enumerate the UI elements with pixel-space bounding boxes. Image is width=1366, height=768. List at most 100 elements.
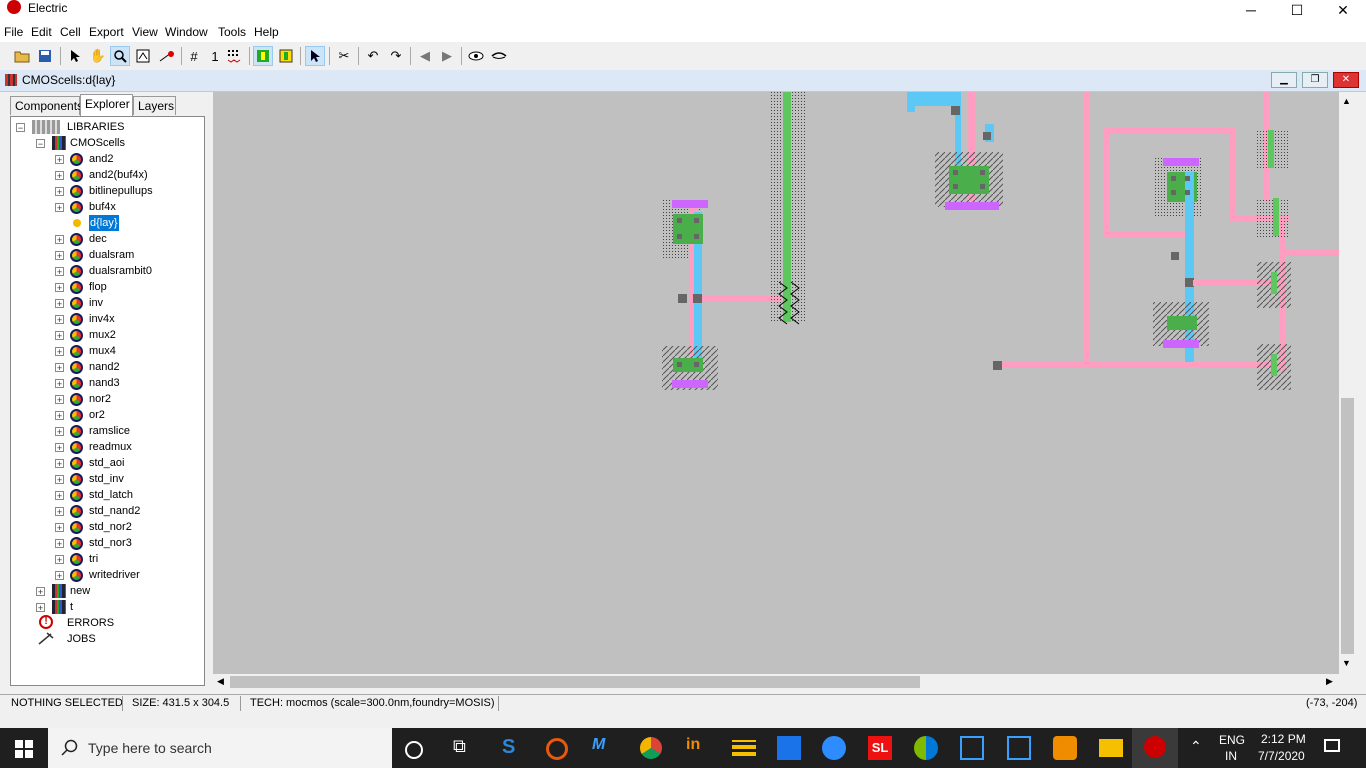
tree-cell-item[interactable]: std_latch xyxy=(89,489,134,501)
tree-cell-item[interactable]: inv4x xyxy=(89,313,115,325)
tree-jobs[interactable]: JOBS xyxy=(67,633,96,645)
tree-cell-item[interactable]: mux2 xyxy=(89,329,116,341)
tab-components[interactable]: Components xyxy=(10,96,83,115)
tree-library-t[interactable]: t xyxy=(70,601,74,613)
expand-cell[interactable]: + xyxy=(55,491,64,501)
windows-start-icon[interactable] xyxy=(15,740,33,761)
expand-cell[interactable]: + xyxy=(55,203,64,213)
zoom-icon[interactable] xyxy=(110,46,130,66)
menu-view[interactable]: View xyxy=(132,25,158,39)
skype-icon[interactable]: S xyxy=(502,736,516,758)
expand-cell[interactable]: + xyxy=(55,235,64,245)
save-icon[interactable] xyxy=(35,46,55,66)
menu-edit[interactable]: Edit xyxy=(31,25,52,39)
tree-errors[interactable]: ERRORS xyxy=(67,617,115,629)
measure-icon[interactable] xyxy=(157,46,177,66)
q-app-icon[interactable] xyxy=(1053,736,1077,760)
expand-cell[interactable]: + xyxy=(55,187,64,197)
select-area-icon[interactable] xyxy=(276,46,296,66)
tab-explorer[interactable]: Explorer xyxy=(80,94,133,116)
tree-cell-item[interactable]: readmux xyxy=(89,441,132,453)
tree-cell-item[interactable]: inv xyxy=(89,297,104,309)
horizontal-scroll-thumb[interactable] xyxy=(230,676,920,688)
close-button[interactable]: ✕ xyxy=(1337,2,1349,18)
tree-cell-item[interactable]: dualsrambit0 xyxy=(89,265,152,277)
expand-t[interactable]: + xyxy=(36,603,45,613)
tree-cell-item[interactable]: std_nor3 xyxy=(89,537,132,549)
tree-cell-item[interactable]: std_nor2 xyxy=(89,521,132,533)
expand-cell[interactable]: + xyxy=(55,507,64,517)
tray-chevron-icon[interactable]: ⌃ xyxy=(1190,738,1202,754)
task-view-icon[interactable]: ⧉ xyxy=(453,736,466,756)
tree-cell-item[interactable]: writedriver xyxy=(89,569,140,581)
expand-cell[interactable]: + xyxy=(55,395,64,405)
tree-library-new[interactable]: new xyxy=(70,585,91,597)
outline-edit-icon[interactable] xyxy=(133,46,153,66)
scroll-up-arrow-icon[interactable]: ▲ xyxy=(1342,96,1351,106)
tree-cell-item[interactable]: std_aoi xyxy=(89,457,125,469)
expand-cell[interactable]: + xyxy=(55,379,64,389)
undo-icon[interactable]: ↶ xyxy=(367,48,379,63)
office-icon[interactable] xyxy=(546,738,568,760)
horizontal-scrollbar[interactable]: ◀ ▶ xyxy=(213,674,1339,690)
expand-cell[interactable]: + xyxy=(55,299,64,309)
redo-icon[interactable]: ↷ xyxy=(390,48,402,63)
electric-taskbar-button[interactable] xyxy=(1132,728,1178,768)
expand-cmoscells[interactable]: − xyxy=(36,139,45,149)
expand-cell[interactable]: + xyxy=(55,155,64,165)
menu-window[interactable]: Window xyxy=(165,25,208,39)
sl-app-icon[interactable]: SL xyxy=(868,736,892,760)
expand-libraries[interactable]: − xyxy=(16,123,25,133)
language-eng[interactable]: ENG xyxy=(1219,733,1246,747)
vertical-scrollbar[interactable]: ▲ ▼ xyxy=(1339,92,1356,674)
tree-cell-item[interactable]: flop xyxy=(89,281,107,293)
expand-cell[interactable]: + xyxy=(55,171,64,181)
scroll-down-arrow-icon[interactable]: ▼ xyxy=(1342,658,1351,668)
grid-icon[interactable]: # xyxy=(190,48,198,64)
expand-cell[interactable]: + xyxy=(55,555,64,565)
window-app-2-icon[interactable] xyxy=(1007,736,1031,760)
tab-layers[interactable]: Layers xyxy=(133,96,176,115)
clock-time[interactable]: 2:12 PM xyxy=(1261,732,1306,746)
expand-new[interactable]: + xyxy=(36,587,45,597)
expand-cell[interactable]: + xyxy=(55,347,64,357)
tree-cell-item[interactable]: nand3 xyxy=(89,377,120,389)
tree-cell-item[interactable]: nand2 xyxy=(89,361,120,373)
expand-cell[interactable]: + xyxy=(55,363,64,373)
tree-library-cmoscells[interactable]: CMOScells xyxy=(70,137,126,149)
expand-cell[interactable]: + xyxy=(55,267,64,277)
edge-icon[interactable] xyxy=(914,736,938,760)
special-select-icon[interactable] xyxy=(305,46,325,66)
language-in[interactable]: IN xyxy=(1225,749,1237,763)
tree-cell-item[interactable]: ramslice xyxy=(89,425,130,437)
window-app-icon[interactable] xyxy=(960,736,984,760)
minimize-button[interactable]: ─ xyxy=(1246,2,1256,18)
app-in-icon[interactable]: in xyxy=(686,736,701,753)
expand-cell[interactable]: + xyxy=(55,315,64,325)
eye-closed-icon[interactable] xyxy=(489,46,509,66)
vertical-scroll-thumb[interactable] xyxy=(1341,398,1354,654)
tree-libraries[interactable]: LIBRARIES xyxy=(67,121,125,133)
tree-cell-item[interactable]: or2 xyxy=(89,409,105,421)
menu-help[interactable]: Help xyxy=(254,25,279,39)
chrome-icon[interactable] xyxy=(640,737,662,759)
cortana-icon[interactable] xyxy=(405,741,423,759)
maximize-button[interactable]: ☐ xyxy=(1290,2,1304,18)
expand-cell[interactable]: + xyxy=(55,523,64,533)
tree-cell-item[interactable]: and2(buf4x) xyxy=(89,169,148,181)
scroll-left-arrow-icon[interactable]: ◀ xyxy=(217,676,224,686)
menu-file[interactable]: File xyxy=(4,25,24,39)
pan-hand-icon[interactable]: ✋ xyxy=(89,48,107,63)
expand-cell[interactable]: + xyxy=(55,331,64,341)
back-arrow-icon[interactable]: ◀ xyxy=(420,48,430,63)
expand-cell[interactable]: + xyxy=(55,475,64,485)
tree-cell-item[interactable]: buf4x xyxy=(89,201,116,213)
cut-icon[interactable]: ✂ xyxy=(338,48,350,63)
tree-cell-item[interactable]: std_inv xyxy=(89,473,124,485)
arrow-grid-icon[interactable] xyxy=(224,46,244,66)
notifications-icon[interactable] xyxy=(1324,739,1340,752)
zoom-app-icon[interactable] xyxy=(822,736,846,760)
expand-cell[interactable]: + xyxy=(55,427,64,437)
scroll-right-arrow-icon[interactable]: ▶ xyxy=(1326,676,1333,686)
inner-minimize-button[interactable]: ▁ xyxy=(1271,72,1297,88)
